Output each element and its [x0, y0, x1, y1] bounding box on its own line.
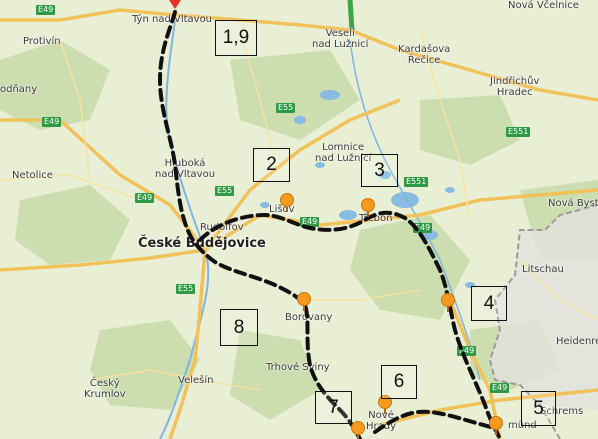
waypoint-marker — [441, 293, 455, 312]
road-shield: E55 — [176, 284, 196, 294]
place-ceske-budejovice: České Budějovice — [138, 236, 266, 251]
road-shield: E49 — [300, 217, 320, 227]
place-vodnany: odňany — [0, 84, 38, 95]
place-heidenreich: Heidenre — [556, 336, 598, 347]
place-litschau: Litschau — [522, 264, 564, 275]
place-trebon: Třeboň — [359, 213, 393, 224]
place-netolice: Netolice — [12, 170, 53, 181]
waypoint-marker — [351, 421, 365, 439]
stage-label-5: 5 — [521, 391, 556, 426]
road-shield: E551 — [404, 177, 429, 187]
road-shield: E49 — [457, 346, 477, 356]
stage-label-4: 4 — [471, 286, 507, 321]
place-hluboka: Hluboká nad Vltavou — [155, 158, 216, 180]
place-velesin: Velešín — [178, 375, 214, 386]
road-shield: E49 — [42, 117, 62, 127]
place-jindrichuv-hradec: Jindřichův Hradec — [490, 76, 540, 98]
road-shield: E55 — [215, 186, 235, 196]
place-cesky-krumlov: Český Krumlov — [84, 378, 126, 400]
place-rudolfov: Rudolfov — [200, 222, 244, 233]
road-shield: E49 — [490, 383, 510, 393]
road-shield: E49 — [36, 5, 56, 15]
luznice-river — [349, 39, 481, 381]
waypoint-marker — [297, 292, 311, 311]
stage-label-8: 8 — [220, 309, 258, 346]
bike-route — [373, 409, 497, 434]
waypoint-marker — [280, 193, 294, 212]
waypoint-marker — [489, 416, 503, 435]
minor-roads — [0, 29, 598, 391]
stage-label-1-9: 1,9 — [215, 20, 257, 56]
place-protivin: Protivín — [23, 36, 61, 47]
place-veseli: Veselí nad Lužnicí — [312, 28, 369, 50]
waypoint-marker — [361, 198, 375, 217]
road-shield: E49 — [413, 223, 433, 233]
stage-label-6: 6 — [381, 365, 417, 399]
bike-route — [157, 10, 362, 439]
water-bodies — [260, 90, 475, 288]
road-shield: E49 — [135, 193, 155, 203]
country-border — [488, 204, 598, 439]
place-kardasova-recice: Kardašova Řečice — [398, 44, 451, 66]
motorway — [347, 0, 355, 31]
stage-label-2: 2 — [253, 148, 290, 182]
austria-region — [490, 205, 598, 410]
stage-label-7: 7 — [315, 391, 352, 424]
place-trhove-sviny: Trhové Sviny — [266, 362, 330, 373]
place-nova-bystrice: Nová Byst — [548, 198, 598, 209]
stage-label-3: 3 — [361, 154, 398, 187]
place-nova-vcelnice: Nová Včelnice — [508, 0, 579, 11]
place-schrems: Schrems — [540, 406, 584, 417]
bike-route — [198, 210, 502, 439]
start-pin — [169, 0, 181, 9]
place-lomnice: Lomnice nad Lužnicí — [315, 142, 372, 164]
road-shield: E551 — [506, 127, 531, 137]
road-shield: E55 — [276, 103, 296, 113]
place-lisov: Lišov — [269, 204, 295, 215]
